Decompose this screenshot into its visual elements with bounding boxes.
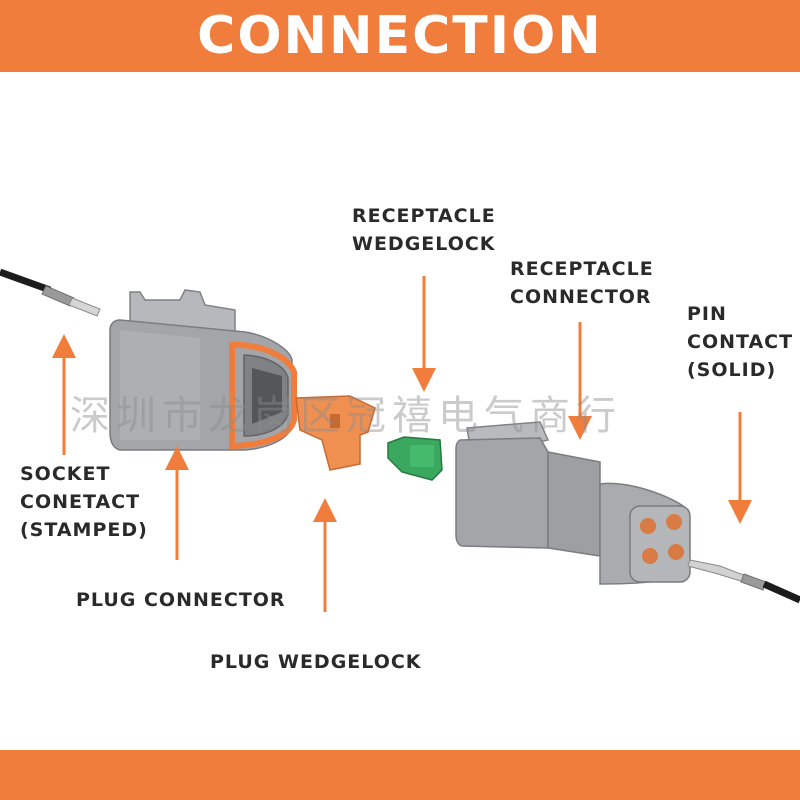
footer-banner (0, 750, 800, 800)
label-receptacle-wedgelock-line-1: RECEPTACLE (352, 205, 496, 227)
label-plug-connector: PLUG CONNECTOR (76, 589, 286, 611)
label-receptacle-wedgelock-line-2: WEDGELOCK (352, 233, 496, 255)
label-pin-contact-line-2: CONTACT (687, 331, 794, 353)
socket-contact-wire (0, 268, 101, 317)
label-socket-contact: SOCKET CONETACT (STAMPED) (20, 460, 148, 544)
label-pin-contact: PIN CONTACT (SOLID) (687, 300, 793, 384)
watermark: 深圳市龙岗区冠禧电气商行 (70, 393, 622, 439)
plug-wedgelock (295, 395, 376, 471)
header-banner (0, 0, 800, 72)
label-socket-contact-line-1: SOCKET (20, 463, 111, 485)
receptacle-wedgelock (387, 436, 443, 481)
label-pin-contact-line-3: (SOLID) (687, 359, 777, 381)
receptacle-connector (455, 421, 691, 585)
label-socket-contact-line-2: CONETACT (20, 491, 141, 513)
label-receptacle-wedgelock: RECEPTACLE WEDGELOCK (352, 202, 496, 258)
callout-arrows (52, 276, 752, 612)
label-receptacle-connector-line-2: CONNECTOR (510, 286, 652, 308)
label-plug-wedgelock: PLUG WEDGELOCK (210, 651, 422, 673)
pin-contact-wire (687, 559, 800, 604)
label-pin-contact-line-1: PIN (687, 303, 727, 325)
label-receptacle-connector: RECEPTACLE CONNECTOR (510, 255, 654, 311)
plug-connector (109, 289, 297, 451)
label-receptacle-connector-line-1: RECEPTACLE (510, 258, 654, 280)
label-socket-contact-line-3: (STAMPED) (20, 519, 148, 541)
page-title: CONNECTION (197, 6, 603, 66)
